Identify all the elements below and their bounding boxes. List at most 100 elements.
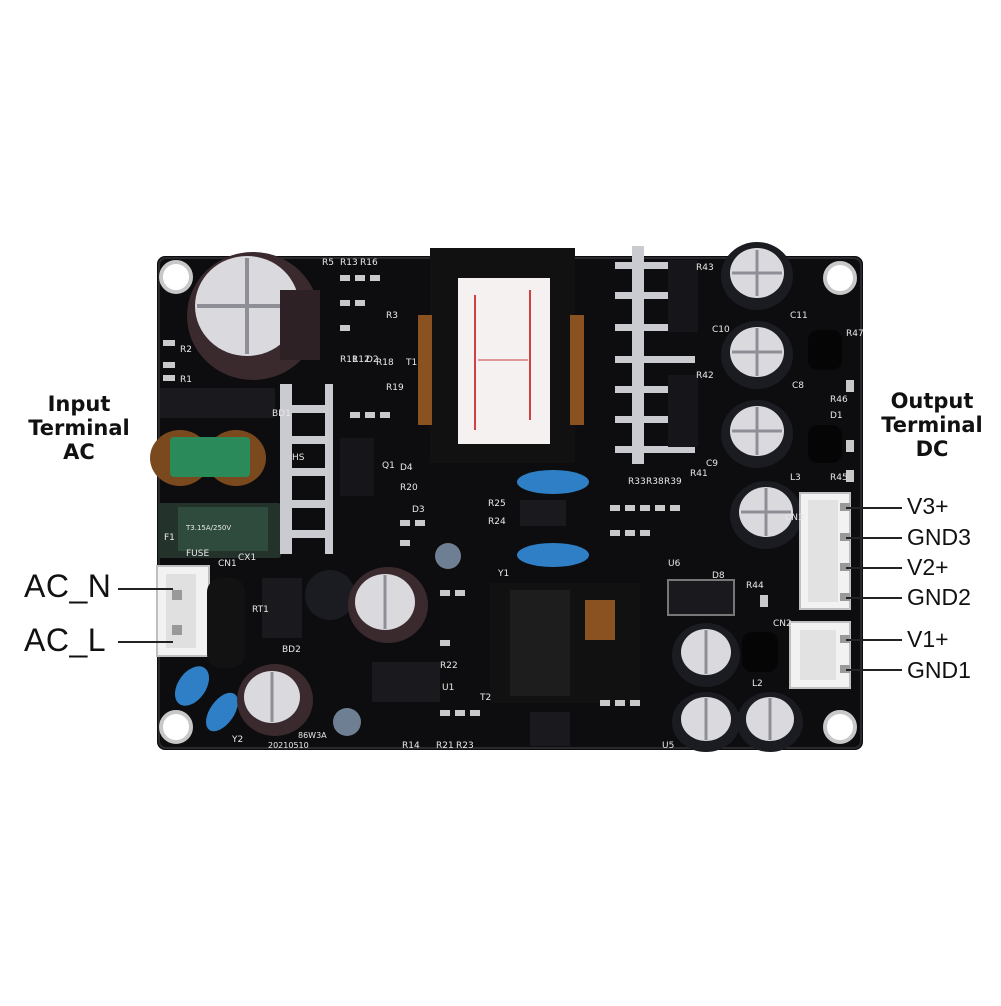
silk-cn1: CN1: [218, 559, 237, 569]
silk-r3: R3: [386, 311, 398, 321]
silk-r20: R20: [400, 483, 418, 493]
silk-r22: R22: [440, 661, 458, 671]
silk-fuse-marking: T3.15A/250V: [185, 524, 231, 532]
silk-l3: L3: [790, 473, 801, 483]
silk-y1: Y1: [497, 569, 509, 579]
output-pin-v2-plus: V2+: [907, 554, 949, 580]
silk-r12: R12: [352, 355, 370, 365]
mounting-hole-bottom-left: [159, 710, 193, 744]
silk-r38: R38: [646, 477, 664, 487]
silk-r1: R1: [180, 375, 192, 385]
silk-t2: T2: [479, 693, 491, 703]
bridge-rectifier-bd2: [262, 578, 302, 638]
input-pin-ac-n: AC_N: [24, 568, 112, 604]
output-leader-v2: [846, 567, 902, 569]
silk-r14: R14: [402, 741, 420, 751]
silk-r2: R2: [180, 345, 192, 355]
silk-cx1: CX1: [238, 553, 256, 563]
silk-d1: D1: [830, 411, 843, 421]
silk-d2: D2: [366, 355, 379, 365]
silk-u5: U5: [662, 741, 674, 751]
silk-r25: R25: [488, 499, 506, 509]
diode-d8: [667, 579, 735, 616]
silk-r45: R45: [830, 473, 848, 483]
silk-c9: C9: [706, 459, 718, 469]
small-capacitors: [237, 543, 461, 736]
rectifier-diode-lower: [668, 375, 698, 447]
silk-bd1: BD1: [272, 409, 291, 419]
silk-r24: R24: [488, 517, 506, 527]
output-terminal-heading: Output Terminal DC: [862, 389, 1001, 461]
silk-r21: R21: [436, 741, 454, 751]
output-capacitors: [672, 242, 803, 752]
smd-resistors: [163, 275, 854, 716]
controller-ic-u1: [372, 662, 440, 702]
silk-r23: R23: [456, 741, 474, 751]
silk-c10: C10: [712, 325, 730, 335]
silk-c8: C8: [792, 381, 804, 391]
output-leader-gnd3: [846, 537, 902, 539]
output-pin-gnd1: GND1: [907, 657, 971, 683]
input-heading-line3: AC: [63, 440, 95, 464]
input-heading-line2: Terminal: [28, 416, 130, 440]
output-heading-line2: Terminal: [881, 413, 983, 437]
silk-q1: Q1: [382, 461, 395, 471]
silk-r46: R46: [830, 395, 848, 405]
output-connector-cn3: [799, 492, 851, 610]
output-connector-cn2: [789, 621, 851, 689]
input-heading-line1: Input: [47, 392, 111, 416]
regulator-u4: [530, 712, 570, 746]
input-terminal-heading: Input Terminal AC: [5, 392, 153, 464]
silk-r18: R18: [376, 358, 394, 368]
silk-y2: Y2: [231, 735, 243, 745]
mounting-hole-top-right: [823, 261, 857, 295]
silk-fuse: FUSE: [186, 549, 209, 559]
silk-r33: R33: [628, 477, 646, 487]
silk-r13: R13: [340, 258, 358, 268]
silk-d4: D4: [400, 463, 413, 473]
silk-r44: R44: [746, 581, 764, 591]
silk-r42: R42: [696, 371, 714, 381]
mounting-hole-bottom-right: [823, 710, 857, 744]
input-leader-ac-n: [118, 588, 173, 590]
silk-u6: U6: [668, 559, 681, 569]
rectifier-diode-upper: [668, 260, 698, 332]
silk-hs: HS: [292, 453, 305, 463]
inductor-l2: [742, 632, 778, 672]
silk-r43: R43: [696, 263, 714, 273]
silk-t1: T1: [405, 358, 417, 368]
silk-r39: R39: [664, 477, 682, 487]
bridge-rectifier-bd1: [160, 388, 275, 418]
silk-f1: F1: [164, 533, 175, 543]
y-capacitors: [174, 470, 589, 732]
input-pin-ac-l: AC_L: [24, 622, 107, 658]
input-leader-ac-l: [118, 641, 173, 643]
silk-u1: U1: [442, 683, 454, 693]
silk-date-code: 20210510: [268, 741, 309, 750]
silk-r19: R19: [386, 383, 404, 393]
silk-cn3: CN3: [785, 513, 804, 523]
silk-r41: R41: [690, 469, 708, 479]
bulk-capacitor-input: [187, 252, 320, 380]
output-heading-line3: DC: [915, 437, 949, 461]
mounting-hole-top-left: [159, 260, 193, 294]
heatsink-left: [280, 384, 333, 554]
silk-rt1: RT1: [252, 605, 269, 615]
silk-cn2: CN2: [773, 619, 792, 629]
silk-l2: L2: [752, 679, 763, 689]
output-pin-v1-plus: V1+: [907, 626, 949, 652]
output-pin-gnd3: GND3: [907, 524, 971, 550]
output-leader-v1: [846, 639, 902, 641]
output-leader-gnd2: [846, 597, 902, 599]
silk-d3: D3: [412, 505, 425, 515]
silk-c11: C11: [790, 311, 808, 321]
optocoupler-u6: [520, 500, 566, 526]
common-mode-choke: [150, 430, 266, 486]
silk-d8: D8: [712, 571, 725, 581]
output-heading-line1: Output: [890, 389, 974, 413]
silk-board-code: 86W3A: [298, 731, 327, 740]
silk-r5: R5: [322, 258, 334, 268]
mounting-holes: [159, 260, 857, 744]
